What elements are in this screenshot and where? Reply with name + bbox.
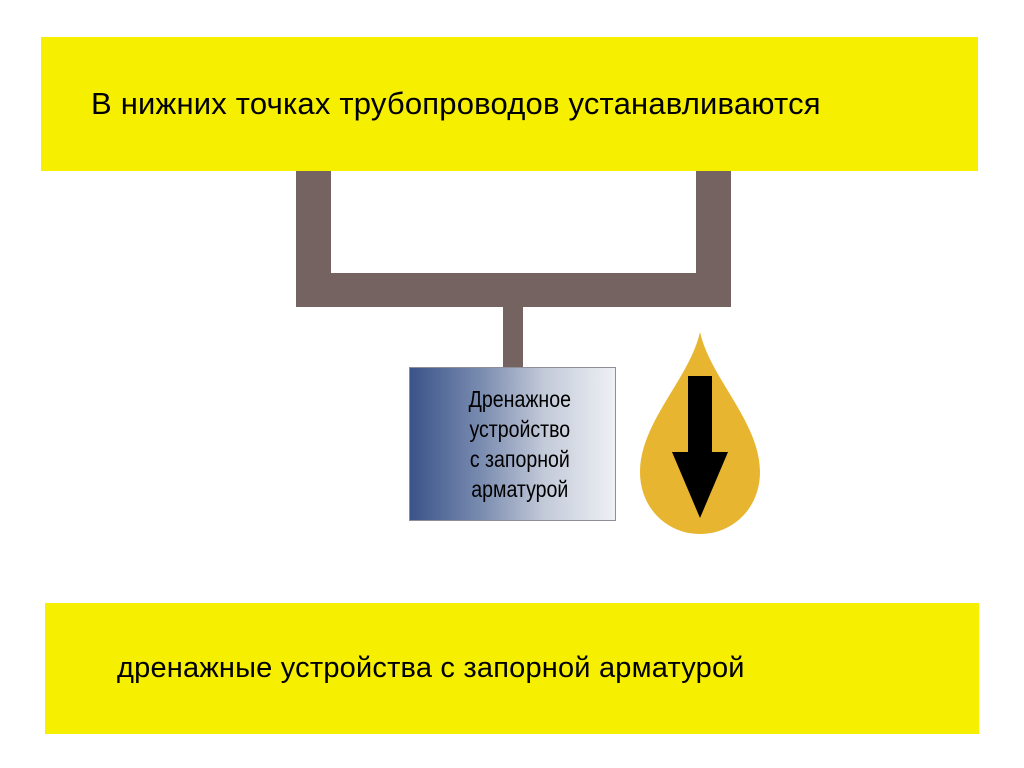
arrow-down-shape xyxy=(672,376,728,518)
drain-device-box: Дренажное устройство с запорной арматуро… xyxy=(409,367,616,521)
drain-drop-arrow-down-icon xyxy=(640,332,760,534)
drain-device-label: Дренажное устройство с запорной арматуро… xyxy=(469,386,572,502)
top-banner: В нижних точках трубопроводов устанавлив… xyxy=(41,37,978,171)
pipe-bottom-section xyxy=(296,273,731,307)
pipe-drain-stem xyxy=(503,307,523,369)
bottom-banner-text: дренажные устройства с запорной арматуро… xyxy=(117,652,745,684)
bottom-banner: дренажные устройства с запорной арматуро… xyxy=(45,603,979,734)
top-banner-text: В нижних точках трубопроводов устанавлив… xyxy=(91,86,821,121)
